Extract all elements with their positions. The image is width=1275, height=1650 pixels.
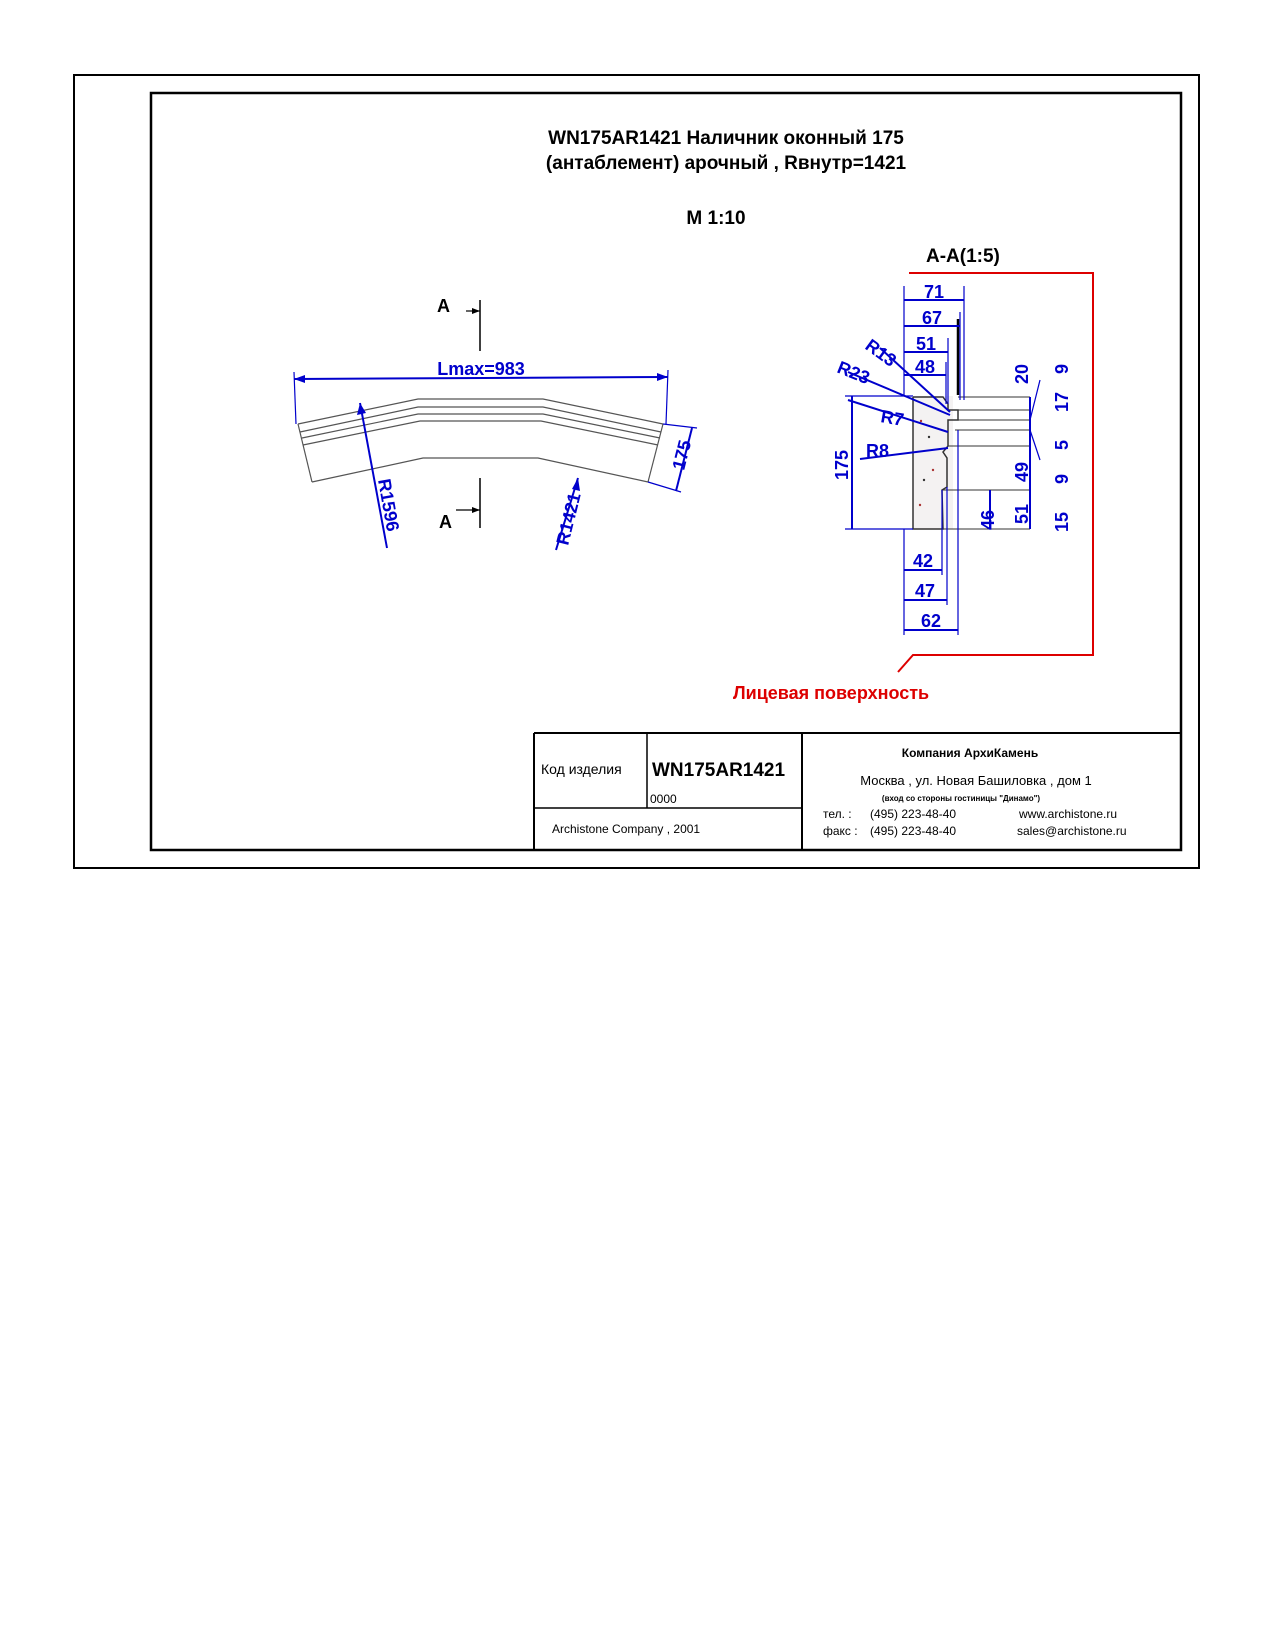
right-dim-49: 49 bbox=[1012, 462, 1032, 482]
email-text: sales@archistone.ru bbox=[1017, 824, 1127, 838]
section-mark-bottom: A bbox=[439, 512, 452, 532]
company-address-note: (вход со стороны гостиницы "Динамо") bbox=[882, 794, 1040, 803]
top-dim-2: 67 bbox=[922, 308, 942, 328]
right-dimensions: 20 9 17 5 49 9 51 15 46 bbox=[978, 364, 1072, 532]
bottom-dim-1: 42 bbox=[913, 551, 933, 571]
product-code-sub: 0000 bbox=[650, 792, 677, 806]
title-block: Код изделия WN175AR1421 0000 Archistone … bbox=[533, 732, 1181, 850]
bottom-dim-2: 47 bbox=[915, 581, 935, 601]
outer-frame bbox=[73, 74, 1200, 869]
top-dim-1: 71 bbox=[924, 282, 944, 302]
radius-r7: R7 bbox=[879, 406, 905, 430]
top-dimensions: 71 67 51 48 bbox=[903, 282, 965, 404]
scale-label: M 1:10 bbox=[686, 208, 745, 229]
inner-frame bbox=[149, 91, 1183, 852]
top-dim-3: 51 bbox=[916, 334, 936, 354]
title-line-2: (антаблемент) арочный , Rвнутр=1421 bbox=[546, 153, 907, 174]
company-address: Москва , ул. Новая Башиловка , дом 1 bbox=[860, 773, 1091, 788]
right-dim-17: 17 bbox=[1052, 392, 1072, 412]
radius-r13: R13 bbox=[862, 335, 900, 371]
fax-value: (495) 223-48-40 bbox=[870, 824, 956, 838]
right-dim-9b: 9 bbox=[1052, 474, 1072, 484]
right-dim-15: 15 bbox=[1052, 512, 1072, 532]
company-name: Компания АрхиКамень bbox=[902, 746, 1038, 760]
bottom-dimensions: 42 47 62 bbox=[903, 430, 959, 635]
bottom-dim-3: 62 bbox=[921, 611, 941, 631]
section-profile bbox=[912, 319, 1030, 530]
section-mark-top: A bbox=[437, 296, 450, 316]
length-dimension-label: Lmax=983 bbox=[437, 359, 525, 379]
fax-label: факс : bbox=[823, 824, 858, 838]
plan-view: A A Lmax=983 175 R1596 R1421 bbox=[293, 296, 698, 551]
height-dimension-label: 175 bbox=[668, 438, 695, 472]
radius-r23: R23 bbox=[835, 357, 873, 388]
right-dim-9a: 9 bbox=[1052, 364, 1072, 374]
product-code-label: Код изделия bbox=[541, 761, 622, 777]
section-view: A-A(1:5) Лицевая поверхность bbox=[733, 246, 1094, 703]
section-title: A-A(1:5) bbox=[926, 246, 1000, 267]
tel-value: (495) 223-48-40 bbox=[870, 807, 956, 821]
radius-r8: R8 bbox=[866, 441, 889, 461]
inner-radius-label: R1421 bbox=[552, 491, 584, 547]
copyright-text: Archistone Company , 2001 bbox=[552, 822, 700, 836]
tel-label: тел. : bbox=[823, 807, 852, 821]
face-surface-line bbox=[897, 272, 1094, 673]
right-dim-5: 5 bbox=[1052, 440, 1072, 450]
right-dim-51: 51 bbox=[1012, 504, 1032, 524]
inner-dim-46: 46 bbox=[978, 510, 998, 530]
website-text: www.archistone.ru bbox=[1018, 807, 1117, 821]
section-height-label: 175 bbox=[832, 450, 852, 480]
outer-radius-label: R1596 bbox=[374, 477, 403, 533]
product-code-value: WN175AR1421 bbox=[652, 760, 785, 781]
top-dim-4: 48 bbox=[915, 357, 935, 377]
right-dim-20: 20 bbox=[1012, 364, 1032, 384]
title-line-1: WN175AR1421 Наличник оконный 175 bbox=[548, 128, 904, 149]
face-surface-label: Лицевая поверхность bbox=[733, 683, 929, 703]
